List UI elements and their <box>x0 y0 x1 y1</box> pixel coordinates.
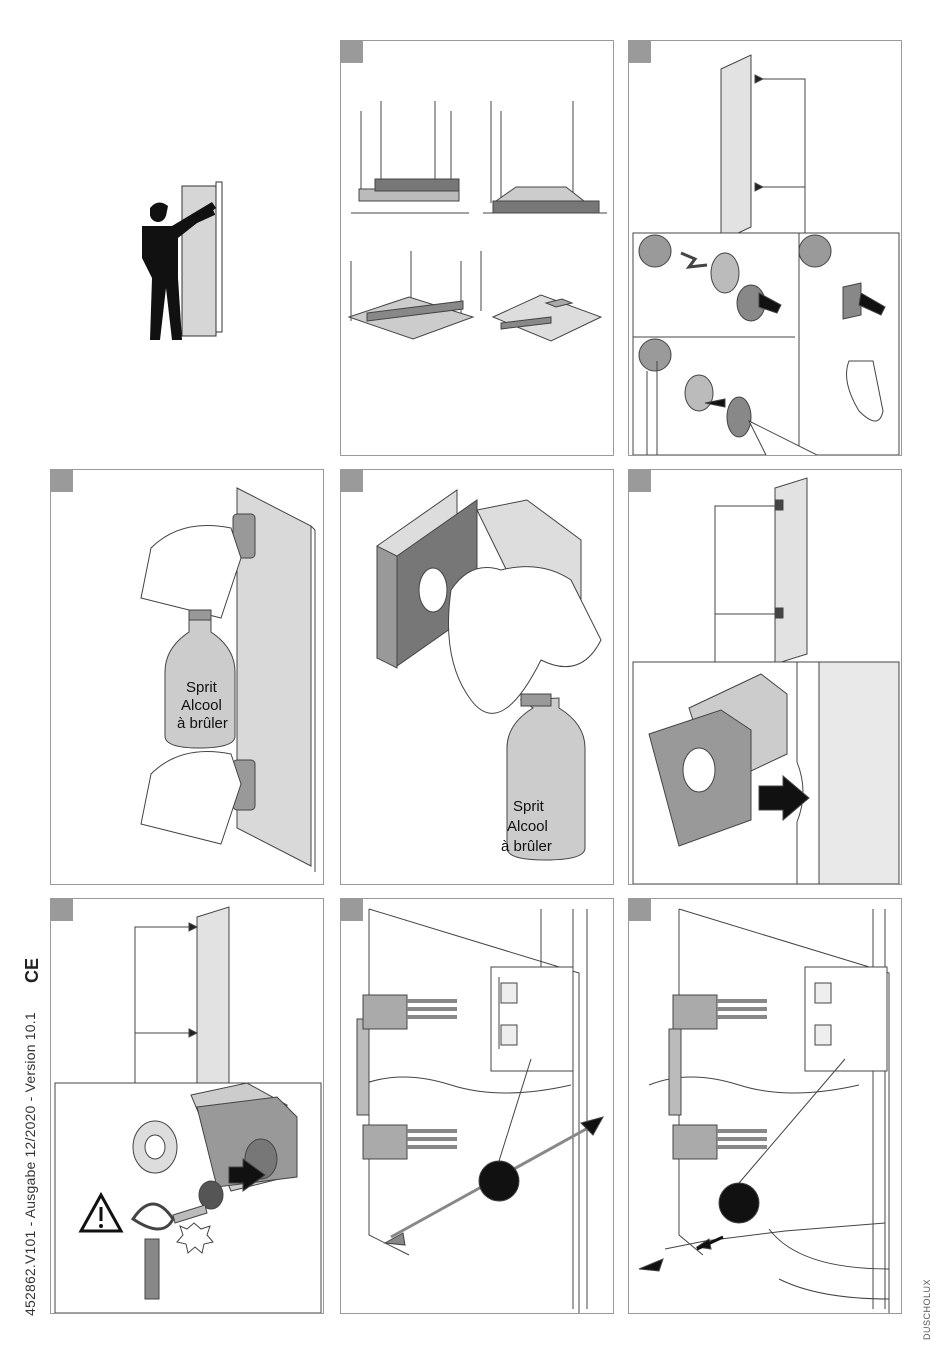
document-footer-text: 452862.V101 - Ausgabe 12/2020 - Version … <box>22 1012 38 1316</box>
panel-hinge-measure <box>340 898 614 1314</box>
bottle-label-line1: Sprit <box>186 679 218 696</box>
bracket-icon: Sprit Alcool à brûler <box>341 470 614 885</box>
panel-fit-bracket <box>628 469 902 885</box>
panel-pad-mounting <box>628 40 902 456</box>
brand-logo-text: DUSCHOLUX <box>922 1279 932 1340</box>
panel-hinge-bottom <box>628 898 902 1314</box>
panel-clean-bracket: Sprit Alcool à brûler <box>340 469 614 885</box>
bracket-icon <box>629 470 902 885</box>
glass-panel-icon <box>629 41 902 456</box>
arrow-icon <box>629 899 902 1314</box>
bottle-icon: Sprit Alcool à brûler <box>51 470 324 885</box>
worker-illustration <box>130 180 230 340</box>
panel-level-tray <box>340 40 614 456</box>
panel-screw-bracket <box>50 898 324 1314</box>
bottle-label-line2: Alcool <box>507 818 548 835</box>
panel-clean-glass: Sprit Alcool à brûler <box>50 469 324 885</box>
bottle-label-line1: Sprit <box>513 798 545 815</box>
ce-mark: CE <box>22 958 43 983</box>
arrow-icon <box>341 899 614 1314</box>
bottle-label-line3: à brûler <box>177 715 228 732</box>
bottle-label-line3: à brûler <box>501 838 552 855</box>
torx-icon <box>51 899 324 1314</box>
bottle-label-line2: Alcool <box>181 697 222 714</box>
spirit-level-icon <box>341 41 614 456</box>
